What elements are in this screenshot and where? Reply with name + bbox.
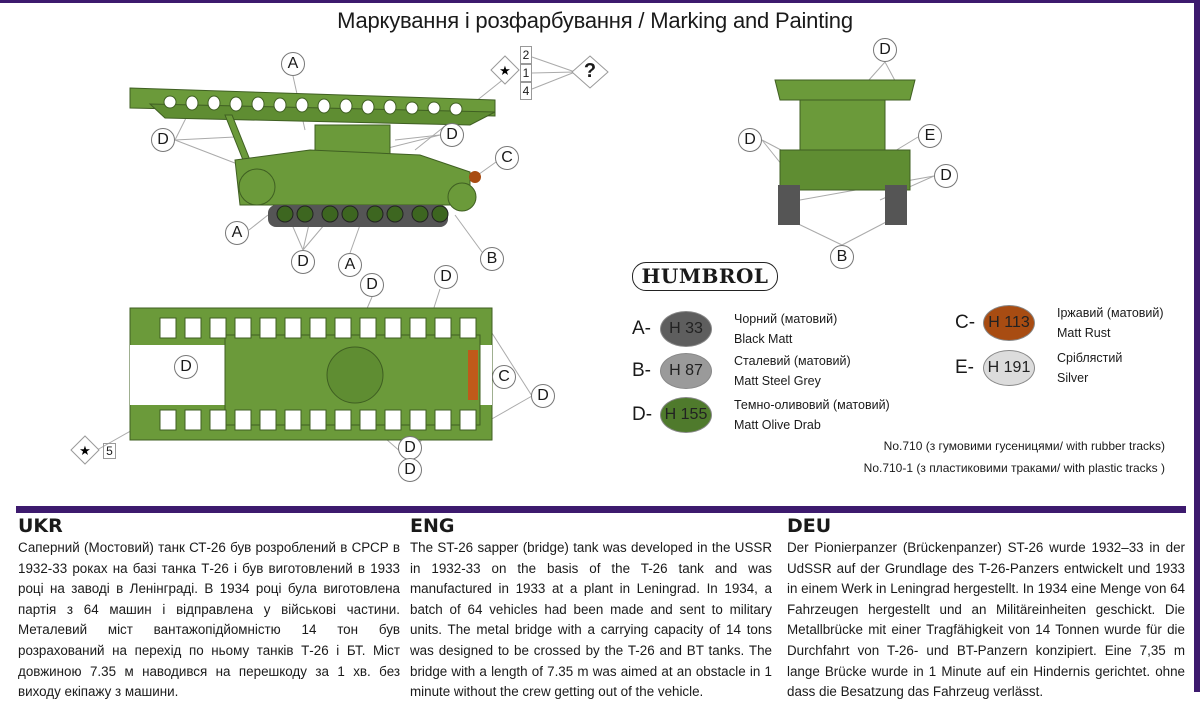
side-view bbox=[129, 87, 496, 227]
callout: A bbox=[225, 221, 249, 245]
top-view bbox=[129, 307, 493, 441]
callout: D bbox=[873, 38, 897, 62]
kit-note: No.710 (з гумовими гусеницями/ with rubb… bbox=[883, 439, 1165, 453]
paint-name-ukr: Чорний (матовий) bbox=[734, 312, 838, 326]
paint-name-ukr: Сталевий (матовий) bbox=[734, 354, 851, 368]
column-heading: UKR bbox=[18, 515, 63, 537]
paint-name-eng: Black Matt bbox=[734, 332, 793, 346]
paint-swatch: H 155 bbox=[660, 397, 712, 433]
callout: D bbox=[291, 250, 315, 274]
callout: A bbox=[338, 253, 362, 277]
column-body: Саперний (Мостовий) танк СТ-26 був розро… bbox=[18, 540, 400, 700]
paint-letter: C- bbox=[955, 312, 976, 333]
callout: A bbox=[281, 52, 305, 76]
callout: D bbox=[738, 128, 762, 152]
decal-number: 4 bbox=[520, 82, 532, 100]
rear-view bbox=[774, 79, 916, 225]
callout: D bbox=[174, 355, 198, 379]
callout: C bbox=[495, 146, 519, 170]
text-column-ukr: UKR Саперний (Мостовий) танк СТ-26 був р… bbox=[18, 514, 400, 703]
callout: D bbox=[434, 265, 458, 289]
callout: C bbox=[492, 365, 516, 389]
star-icon: ★ bbox=[499, 63, 511, 78]
paint-name-ukr: Іржавий (матовий) bbox=[1057, 306, 1164, 320]
paint-swatch: H 87 bbox=[660, 353, 712, 389]
paint-letter: A- bbox=[632, 318, 651, 339]
paint-swatch: H 191 bbox=[983, 350, 1035, 386]
paint-name-ukr: Темно-оливовий (матовий) bbox=[734, 398, 890, 412]
column-heading: DEU bbox=[787, 515, 832, 537]
paint-letter: B- bbox=[632, 360, 651, 381]
paint-item-b: B- H 87 Сталевий (матовий) Matt Steel Gre… bbox=[632, 351, 851, 391]
callout: D bbox=[440, 123, 464, 147]
paint-letter: E- bbox=[955, 357, 974, 378]
text-column-deu: DEU Der Pionierpanzer (Brückenpanzer) ST… bbox=[787, 514, 1185, 703]
callout: D bbox=[934, 164, 958, 188]
callout: B bbox=[830, 245, 854, 269]
column-heading: ENG bbox=[410, 515, 455, 537]
paint-item-c: C- H 113 Іржавий (матовий) Matt Rust bbox=[955, 303, 1164, 343]
paint-swatch: H 33 bbox=[660, 311, 712, 347]
paint-item-a: A- H 33 Чорний (матовий) Black Matt bbox=[632, 309, 837, 349]
callout: D bbox=[360, 273, 384, 297]
callout: D bbox=[531, 384, 555, 408]
humbrol-logo: HUMBROL bbox=[632, 262, 778, 291]
callout: E bbox=[918, 124, 942, 148]
right-border bbox=[1194, 0, 1200, 692]
section-divider bbox=[16, 506, 1186, 513]
callout: D bbox=[398, 436, 422, 460]
top-border bbox=[0, 0, 1200, 3]
paint-name-eng: Matt Olive Drab bbox=[734, 418, 821, 432]
decal-number: 5 bbox=[103, 443, 116, 459]
star-icon: ★ bbox=[79, 443, 91, 458]
paint-name-eng: Matt Steel Grey bbox=[734, 374, 821, 388]
decal-markers bbox=[70, 55, 609, 465]
callout: D bbox=[398, 458, 422, 482]
paint-item-d: D- H 155 Темно-оливовий (матовий) Matt Ol… bbox=[632, 395, 890, 435]
paint-name-eng: Matt Rust bbox=[1057, 326, 1111, 340]
callout: D bbox=[151, 128, 175, 152]
paint-letter: D- bbox=[632, 404, 653, 425]
decal-number: 1 bbox=[520, 64, 532, 82]
vehicle-drawings: ★ ★ bbox=[70, 55, 935, 465]
column-body: The ST-26 sapper (bridge) tank was devel… bbox=[410, 540, 772, 700]
paint-swatch: H 113 bbox=[983, 305, 1035, 341]
paint-name-ukr: Сріблястий bbox=[1057, 351, 1123, 365]
decal-number: 2 bbox=[520, 46, 532, 64]
paint-name-eng: Silver bbox=[1057, 371, 1089, 385]
page-title: Маркування і розфарбування / Marking and… bbox=[337, 8, 853, 33]
callout: B bbox=[480, 247, 504, 271]
unknown-decal-mark: ? bbox=[583, 60, 597, 82]
column-body: Der Pionierpanzer (Brückenpanzer) ST-26 … bbox=[787, 540, 1186, 700]
kit-note: No.710-1 (з пластиковими траками/ with p… bbox=[863, 461, 1165, 475]
text-column-eng: ENG The ST-26 sapper (bridge) tank was d… bbox=[410, 514, 772, 703]
